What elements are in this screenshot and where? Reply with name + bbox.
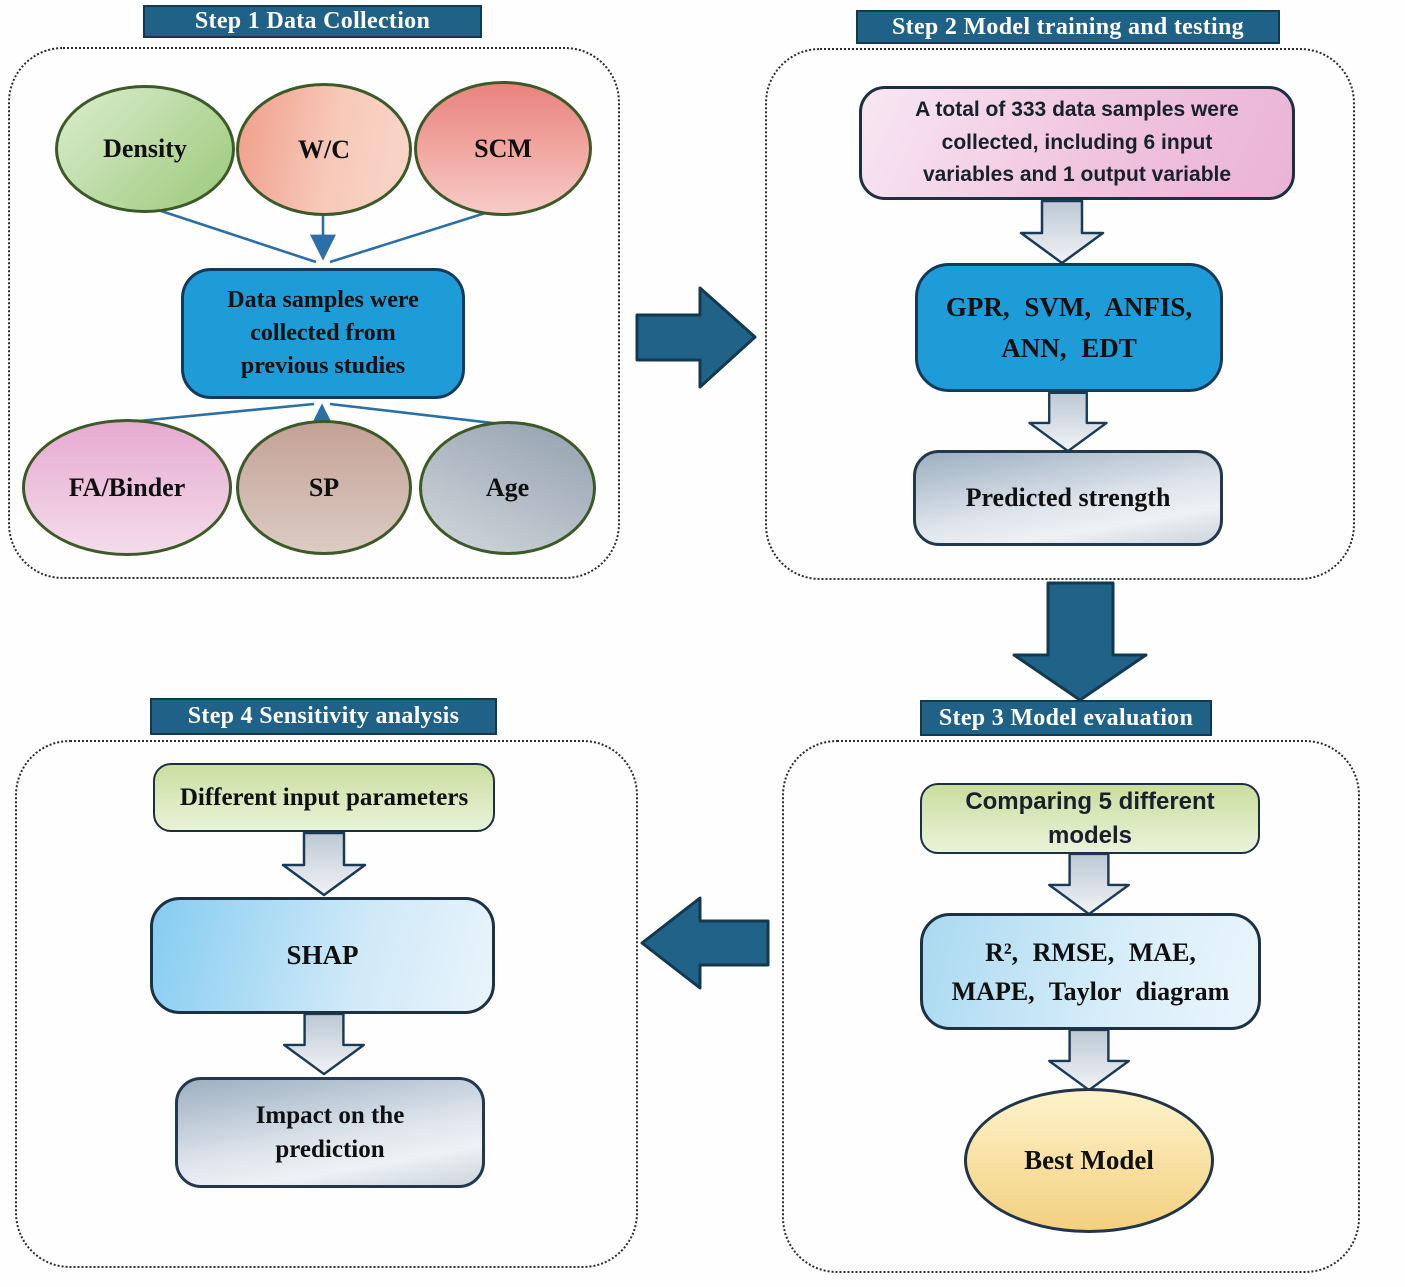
step3-title: Step 3 Model evaluation bbox=[920, 700, 1212, 736]
step4-container bbox=[15, 740, 638, 1268]
data-samples-line: previous studies bbox=[240, 353, 406, 380]
models-list-line: GPR, SVM, ANFIS, bbox=[945, 292, 1193, 322]
data-samples-box: Data samples were collected from previou… bbox=[181, 268, 465, 399]
ellipse-fa-binder: FA/Binder bbox=[22, 419, 232, 556]
metrics-line: R², RMSE, MAE, bbox=[985, 937, 1196, 967]
data-samples-line: Data samples were bbox=[227, 286, 419, 313]
step2-arrow2-down-icon bbox=[1028, 391, 1108, 453]
step4-title: Step 4 Sensitivity analysis bbox=[150, 698, 497, 735]
comparing-models-line: Comparing 5 different bbox=[965, 787, 1215, 815]
ellipse-sp: SP bbox=[236, 420, 412, 555]
step3-arrow2-down-icon bbox=[1048, 1028, 1130, 1092]
impact-line: Impact on the bbox=[255, 1101, 405, 1129]
step3-arrow1-down-icon bbox=[1048, 852, 1130, 916]
shap-box: SHAP bbox=[150, 897, 495, 1014]
flow-arrow-down-icon bbox=[1012, 581, 1148, 702]
step2-container bbox=[765, 48, 1355, 580]
comparing-models-line: models bbox=[1047, 821, 1133, 849]
ellipse-age: Age bbox=[419, 421, 596, 555]
ellipse-density: Density bbox=[55, 85, 235, 213]
models-list-line: ANN, EDT bbox=[1001, 332, 1137, 363]
samples-total-line: A total of 333 data samples were bbox=[915, 98, 1239, 122]
metrics-line: MAPE, Taylor diagram bbox=[951, 976, 1230, 1006]
samples-total-line: collected, including 6 input bbox=[941, 130, 1213, 154]
step1-title: Step 1 Data Collection bbox=[143, 5, 482, 38]
predicted-strength-box: Predicted strength bbox=[913, 450, 1223, 546]
flow-arrow-right-icon bbox=[635, 286, 757, 389]
flow-arrow-left-icon bbox=[640, 896, 770, 990]
step4-arrow1-down-icon bbox=[281, 831, 367, 897]
best-model-ellipse: Best Model bbox=[964, 1088, 1214, 1233]
data-samples-line: collected from bbox=[250, 319, 396, 346]
samples-total-line: variables and 1 output variable bbox=[922, 163, 1232, 187]
impact-box: Impact on the prediction bbox=[175, 1077, 485, 1188]
ellipse-wc: W/C bbox=[236, 83, 412, 216]
samples-total-box: A total of 333 data samples were collect… bbox=[859, 86, 1295, 200]
comparing-models-box: Comparing 5 different models bbox=[920, 783, 1260, 854]
step3-container bbox=[782, 740, 1360, 1273]
metrics-box: R², RMSE, MAE, MAPE, Taylor diagram bbox=[920, 913, 1261, 1030]
step1-container bbox=[8, 47, 620, 579]
impact-line: prediction bbox=[275, 1135, 385, 1163]
step2-arrow1-down-icon bbox=[1019, 199, 1105, 265]
step2-title: Step 2 Model training and testing bbox=[856, 10, 1280, 44]
input-parameters-box: Different input parameters bbox=[153, 763, 495, 832]
ellipse-scm: SCM bbox=[414, 81, 592, 216]
step4-arrow2-down-icon bbox=[283, 1012, 365, 1076]
models-list-box: GPR, SVM, ANFIS, ANN, EDT bbox=[915, 263, 1223, 392]
